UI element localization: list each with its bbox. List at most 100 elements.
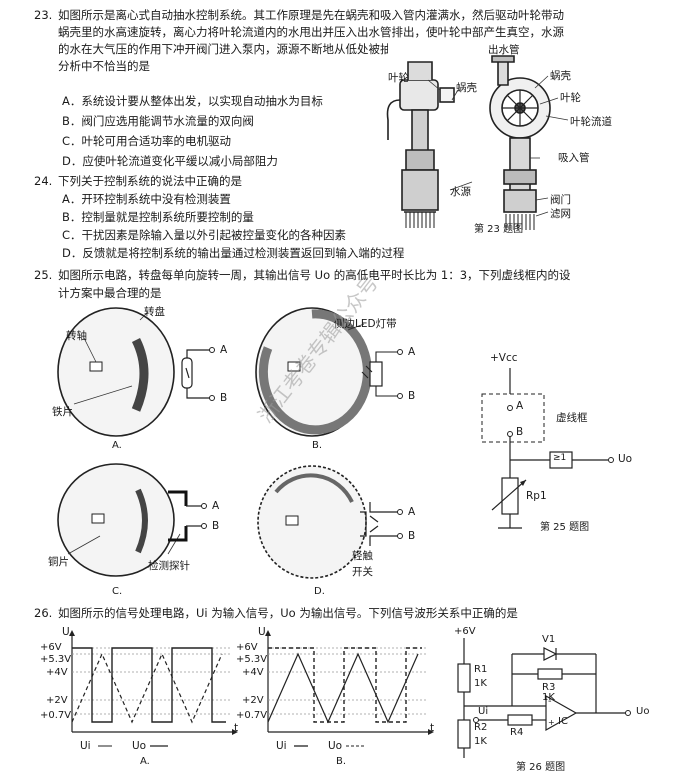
label-tact-switch-2: 开关: [352, 566, 373, 578]
label-outlet-pipe: 出水管: [488, 44, 520, 56]
label-copper-sheet: 铜片: [48, 556, 69, 568]
graph-b-drawing: [265, 630, 434, 747]
label-shaft: 转轴: [66, 330, 87, 342]
q24-option-a: A．开环控制系统中没有检测装置: [62, 192, 231, 206]
graph-a-drawing: [69, 630, 238, 747]
figure-letter-a: A.: [112, 440, 122, 451]
q23-line-1: 如图所示是离心式自动抽水控制系统。其工作原理是先在蜗壳和吸入管内灌满水，然后驱动…: [58, 8, 564, 22]
q25-circuit: +Vcc A 虚线框 B ≥1 Uo Rp1 第 25 题图: [470, 350, 660, 540]
label-impeller-left: 叶轮: [388, 72, 409, 84]
label-v1: V1: [542, 634, 556, 645]
q23-line-3: 的水在大气压的作用下冲开阀门进入泵内，源源不断地从低处被抽到高处。下列关于该系统…: [58, 42, 388, 56]
terminal-b-label: B: [516, 426, 524, 438]
label-ic: IC: [558, 716, 568, 727]
q25-number: 25.: [34, 268, 53, 282]
label-r2: R2: [474, 722, 488, 733]
terminal-b-label: B: [220, 392, 228, 404]
terminal-b-label: B: [212, 520, 220, 532]
label-turntable: 转盘: [144, 306, 165, 318]
q25-option-a-figure: 转盘 转轴 铁片 A B A.: [40, 300, 250, 460]
label-ui: Ui: [478, 706, 489, 717]
figure-letter-b: B.: [312, 440, 323, 451]
q26-circuit: +6V V1 R1 1K R3 1K Ui R4 IC Uo R2 1K - +…: [446, 624, 676, 774]
label-r1-value: 1K: [474, 678, 487, 689]
disc-c-drawing: [57, 463, 207, 577]
terminal-a-label: A: [516, 400, 524, 412]
or-gate-symbol: ≥1: [553, 453, 567, 463]
tick-0-7v: +0.7V: [236, 710, 268, 721]
axis-u-label: U: [62, 626, 70, 638]
pump-front-view: [489, 55, 551, 230]
disc-b-drawing: [255, 307, 403, 437]
q25-line-1: 如图所示电路，转盘每单向旋转一周，其输出信号 Uo 的高低电平时长比为 1：3，…: [58, 268, 571, 282]
figure-letter-c: C.: [112, 586, 123, 597]
figure-letter-d: D.: [314, 586, 325, 597]
q23-option-c: C．叶轮可用合适功率的电机驱动: [62, 134, 232, 148]
label-filter: 滤网: [550, 208, 571, 220]
pump-figure: 出水管 叶轮 蜗壳 蜗壳 叶轮 叶轮流道 吸入管 水源 阀门 滤网 第 23 题…: [380, 40, 670, 240]
label-supply-6v: +6V: [454, 626, 476, 637]
q25-circuit-drawing: [481, 368, 614, 529]
figure-letter-a: A.: [140, 756, 150, 767]
label-vcc: +Vcc: [490, 352, 518, 364]
q24-option-d: D．反馈就是将控制系统的输出量通过检测装置返回到输入端的过程: [62, 246, 405, 260]
label-r2-value: 1K: [474, 736, 487, 747]
q23-option-a: A．系统设计要从整体出发，以实现自动抽水为目标: [62, 94, 323, 108]
tick-5-3v: +5.3V: [40, 654, 72, 665]
tick-4v: +4V: [242, 667, 264, 678]
q24-option-b: B．控制量就是控制系统所要控制的量: [62, 210, 254, 224]
tick-6v: +6V: [40, 642, 62, 653]
legend-ui: Ui: [276, 740, 287, 752]
tick-2v: +2V: [242, 695, 264, 706]
axis-u-label: U: [258, 626, 266, 638]
tick-0-7v: +0.7V: [40, 710, 72, 721]
legend-uo: Uo: [132, 740, 147, 752]
q25-option-d-figure: 轻触 开关 A B D.: [252, 462, 442, 602]
label-uo: Uo: [636, 706, 650, 717]
q26-number: 26.: [34, 606, 53, 620]
q26-caption: 第 26 题图: [516, 762, 566, 773]
legend-uo: Uo: [328, 740, 343, 752]
disc-a-drawing: [57, 307, 215, 437]
label-r1: R1: [474, 664, 488, 675]
pump-side-view: [386, 61, 455, 228]
label-volute-left: 蜗壳: [456, 82, 477, 94]
label-r4: R4: [510, 727, 524, 738]
q26-graph-a: U t +6V +5.3V +4V +2V +0.7V Ui Uo A.: [40, 624, 240, 774]
label-water-source: 水源: [450, 186, 471, 198]
label-inverting-input: -: [548, 696, 552, 707]
label-led-strip: 侧边LED灯带: [334, 318, 397, 330]
label-impeller-right: 叶轮: [560, 92, 581, 104]
q26-circuit-drawing: [457, 638, 631, 758]
axis-t-label: t: [234, 722, 239, 734]
label-noninverting-input: +: [548, 718, 555, 727]
terminal-a-label: A: [220, 344, 228, 356]
q24-number: 24.: [34, 174, 53, 188]
legend-ui: Ui: [80, 740, 91, 752]
pump-leader-lines: [427, 75, 569, 217]
q24-option-c: C．干扰因素是除输入量以外引起被控量变化的各种因素: [62, 228, 347, 242]
label-iron-sheet: 铁片: [52, 406, 73, 418]
label-volute-right: 蜗壳: [550, 70, 571, 82]
disc-d-drawing: [257, 465, 403, 579]
terminal-a-label: A: [212, 500, 220, 512]
label-uo: Uo: [618, 453, 633, 465]
label-probe: 检测探针: [148, 560, 190, 572]
axis-t-label: t: [430, 722, 435, 734]
q23-option-d: D．应使叶轮流道变化平缓以减小局部阻力: [62, 154, 278, 168]
q26-graph-b: U t +6V +5.3V +4V +2V +0.7V Ui Uo B.: [236, 624, 436, 774]
tick-4v: +4V: [46, 667, 68, 678]
q23-line-2: 蜗壳里的水高速旋转，离心力将叶轮流道内的水甩出并压入出水管排出，使叶轮中部产生真…: [58, 25, 564, 39]
label-impeller-channel: 叶轮流道: [570, 116, 612, 128]
q23-line-4: 分析中不恰当的是: [58, 59, 150, 73]
label-rp1: Rp1: [526, 490, 547, 502]
q25-option-b-figure: 侧边LED灯带 A B B.: [252, 300, 432, 460]
label-r3: R3: [542, 682, 556, 693]
label-dashed-box: 虚线框: [556, 412, 588, 424]
q25-option-c-figure: 铜片 检测探针 A B C.: [40, 462, 250, 602]
q25-caption: 第 25 题图: [540, 522, 590, 533]
q26-stem: 如图所示的信号处理电路，Ui 为输入信号，Uo 为输出信号。下列信号波形关系中正…: [58, 606, 518, 620]
label-tact-switch-1: 轻触: [352, 550, 373, 562]
label-r3-value: 1K: [542, 692, 555, 703]
tick-6v: +6V: [236, 642, 258, 653]
